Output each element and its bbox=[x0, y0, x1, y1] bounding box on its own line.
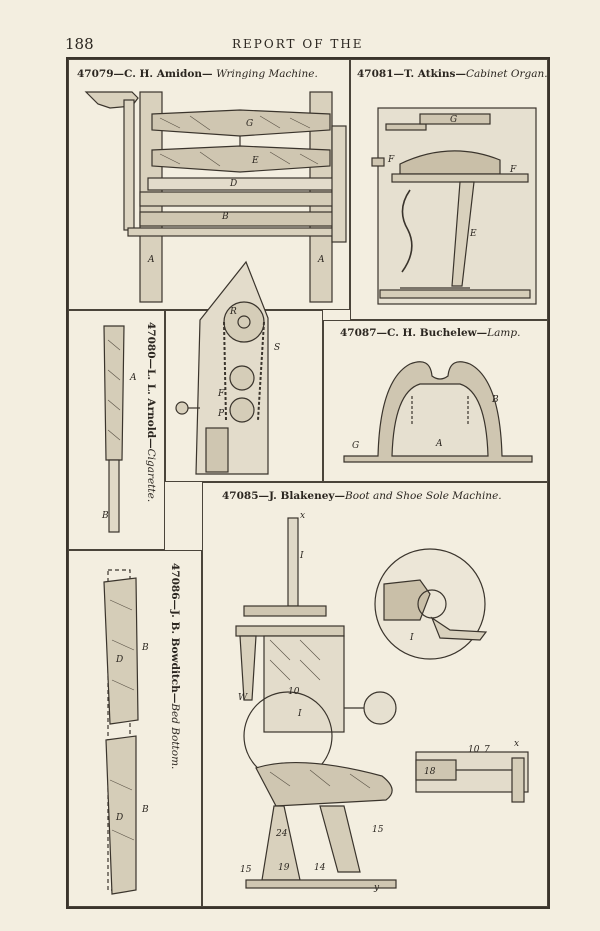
caption-47087: 47087—C. H. Buchelew—Lamp. bbox=[340, 327, 521, 339]
lamp-label-b: B bbox=[491, 395, 499, 405]
cigarette-label-b: B bbox=[101, 511, 109, 521]
caption-47085: 47085—J. Blakeney—Boot and Shoe Sole Mac… bbox=[222, 490, 502, 502]
sole-label-i-mid: I bbox=[297, 709, 302, 719]
sole-label-y: y bbox=[373, 883, 380, 893]
wringer-label-g: G bbox=[246, 119, 253, 129]
sole-label-x-top: x bbox=[300, 511, 305, 521]
lamp-label-a: A bbox=[435, 439, 443, 449]
caption-47081: 47081—T. Atkins—Cabinet Organ. bbox=[357, 68, 548, 80]
sole-inset-label-x: x bbox=[514, 739, 519, 749]
plate-frame bbox=[66, 57, 550, 909]
sole-label-19: 19 bbox=[278, 863, 290, 873]
cigarette-label-a: A bbox=[129, 373, 137, 383]
panel-cabinet-organ bbox=[350, 59, 548, 320]
wringer-label-b: B bbox=[221, 212, 229, 222]
sole-label-i-inset: I bbox=[409, 633, 414, 643]
panel-cigarette bbox=[68, 310, 165, 550]
bed-label-d-top: D bbox=[115, 655, 123, 665]
sole-label-i-top: I bbox=[299, 551, 304, 561]
sole-label-24: 24 bbox=[275, 829, 288, 839]
organ-label-f-left: F bbox=[387, 155, 395, 165]
page-number: 188 bbox=[65, 35, 94, 53]
sole-inset-label-7: 7 bbox=[484, 745, 490, 755]
wringer-label-d: D bbox=[229, 179, 237, 189]
wringer-label-e: E bbox=[251, 156, 259, 166]
sole-label-w: W bbox=[238, 693, 248, 703]
chain-label-r: R bbox=[229, 307, 237, 317]
wringer-label-a-left: A bbox=[147, 255, 155, 265]
sole-label-15-left: 15 bbox=[240, 865, 252, 875]
chain-label-p: P bbox=[217, 409, 225, 419]
chain-label-f: F bbox=[217, 389, 225, 399]
running-head: REPORT OF THE bbox=[232, 37, 364, 51]
bed-label-b-bottom: B bbox=[141, 805, 149, 815]
sole-label-14: 14 bbox=[314, 863, 326, 873]
page-header: 188 REPORT OF THE bbox=[0, 35, 600, 55]
panel-lamp bbox=[323, 320, 548, 482]
sole-label-10: 10 bbox=[288, 687, 300, 697]
sole-inset-label-10: 10 bbox=[468, 745, 480, 755]
sole-label-15-right: 15 bbox=[372, 825, 384, 835]
panel-sole-machine bbox=[202, 482, 548, 907]
wringer-label-a-right: A bbox=[317, 255, 325, 265]
organ-label-g: G bbox=[450, 115, 457, 125]
bed-label-b-top: B bbox=[141, 643, 149, 653]
chain-label-s: S bbox=[274, 343, 280, 353]
sole-inset-label-18: 18 bbox=[424, 767, 436, 777]
organ-label-e: E bbox=[469, 229, 477, 239]
panel-bed-bottom bbox=[68, 550, 202, 907]
bed-label-d-bottom: D bbox=[115, 813, 123, 823]
organ-label-f-right: F bbox=[509, 165, 517, 175]
lamp-label-g: G bbox=[352, 441, 359, 451]
caption-47079: 47079—C. H. Amidon— Wringing Machine. bbox=[77, 68, 318, 80]
